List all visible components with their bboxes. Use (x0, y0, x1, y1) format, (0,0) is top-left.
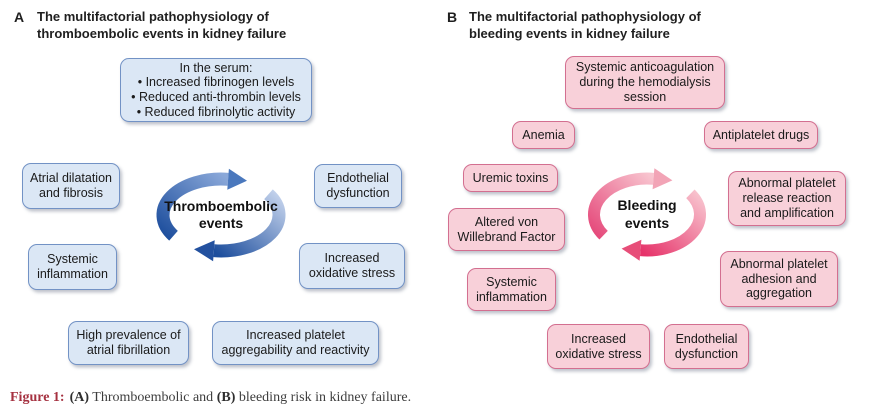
panel-b-title: The multifactorial pathophysiology of bl… (469, 9, 701, 43)
node-antiplatelet-drugs: Antiplatelet drugs (704, 121, 818, 149)
serum-heading: In the serum: (179, 60, 253, 75)
panel-a-letter: A (14, 9, 25, 25)
serum-bullet-3: • Reduced fibrinolytic activity (136, 104, 296, 119)
node-atrial-dilatation: Atrial dilatation and fibrosis (22, 163, 120, 209)
node-oxidative-stress-b: Increased oxidative stress (547, 324, 650, 369)
cycle-arrows-pink-icon (588, 168, 706, 261)
node-von-willebrand-factor: Altered von Willebrand Factor (448, 208, 565, 251)
panel-b-letter: B (447, 9, 458, 25)
node-uremic-toxins: Uremic toxins (463, 164, 558, 192)
panel-a-title-line2: thromboembolic events in kidney failure (37, 25, 287, 41)
node-endothelial-dysfunction-b: Endothelial dysfunction (664, 324, 749, 369)
caption-figure-label: Figure 1: (10, 390, 65, 405)
panel-b-title-line1: The multifactorial pathophysiology of (469, 9, 701, 24)
caption-marker-b: (B) (216, 390, 236, 405)
node-systemic-anticoagulation: Systemic anticoagulation during the hemo… (565, 56, 725, 109)
thromboembolic-cycle-diagram: Thromboembolic events (145, 163, 297, 267)
cycle-arrows-blue-icon (156, 168, 286, 262)
node-anemia: Anemia (512, 121, 575, 149)
panel-a-title-line1: The multifactorial pathophysiology of (37, 9, 269, 24)
bleeding-cycle-diagram: Bleeding events (577, 163, 717, 266)
serum-bullet-2: • Reduced anti-thrombin levels (131, 90, 301, 104)
node-endothelial-dysfunction-a: Endothelial dysfunction (314, 164, 402, 208)
node-oxidative-stress-a: Increased oxidative stress (299, 243, 405, 289)
caption-text-b: bleeding risk in kidney failure. (235, 390, 412, 405)
node-systemic-inflammation-a: Systemic inflammation (28, 244, 117, 290)
caption-marker-a: (A) (69, 390, 90, 405)
node-atrial-fibrillation: High prevalence of atrial fibrillation (68, 321, 189, 365)
caption-text-a: Thromboembolic and (89, 390, 217, 405)
node-platelet-adhesion: Abnormal platelet adhesion and aggregati… (720, 251, 838, 307)
node-systemic-inflammation-b: Systemic inflammation (467, 268, 556, 311)
serum-bullet-1: • Increased fibrinogen levels (137, 75, 295, 90)
panel-b-title-line2: bleeding events in kidney failure (469, 25, 670, 41)
node-platelet-release-reaction: Abnormal platelet release reaction and a… (728, 171, 846, 226)
figure-caption: Figure 1: (A) Thromboembolic and (B) blee… (10, 390, 411, 406)
node-serum-factors: In the serum: • Increased fibrinogen lev… (120, 58, 312, 122)
panel-a-title: The multifactorial pathophysiology of th… (37, 9, 286, 43)
node-platelet-aggregability: Increased platelet aggregability and rea… (212, 321, 379, 365)
